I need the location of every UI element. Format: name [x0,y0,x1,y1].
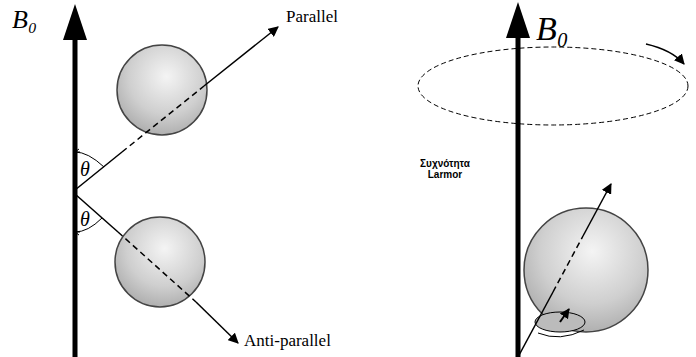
field-arrowhead [506,2,530,38]
angle-tick [75,232,80,235]
vector-label: Parallel [286,8,338,27]
spin-vector [118,232,196,302]
angle-label: θ [80,208,90,230]
precession-path [418,47,688,125]
spin-vector [553,236,583,292]
spin-vector [583,184,611,236]
frequency-label: Συχνότητα Larmor [412,158,478,180]
field-arrowhead [63,4,87,40]
spin-arrow [560,309,569,322]
spin-vector [518,292,553,357]
spin-vector [204,27,278,86]
vector-label: Anti-parallel [244,332,331,351]
field-label: B₀ [536,10,569,47]
field-label: B₀ [12,6,37,35]
proton-sphere [524,208,648,332]
field-axis [516,34,521,357]
spin-ellipse-arc [538,330,584,337]
angle-tick [75,149,80,152]
proton-sphere [115,217,205,307]
spin-vector [75,194,118,232]
angle-label: θ [80,158,90,180]
proton-sphere [117,45,207,135]
spin-vector [75,152,122,190]
rotation-arrow [646,44,684,64]
spin-vector [196,302,238,343]
spin-vector [122,86,204,152]
